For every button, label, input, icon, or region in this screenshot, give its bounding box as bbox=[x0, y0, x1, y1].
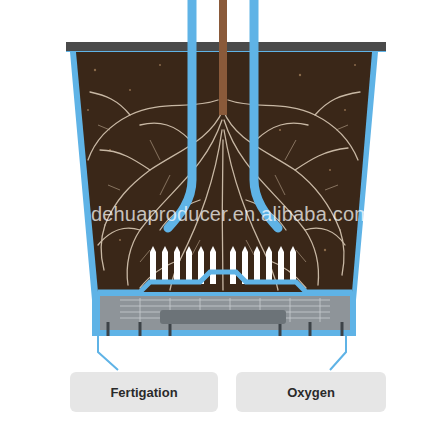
plant-stem bbox=[219, 0, 227, 115]
root-stakes bbox=[150, 246, 296, 284]
leader-line bbox=[298, 336, 316, 368]
reservoir bbox=[100, 296, 350, 330]
leader-line bbox=[98, 336, 118, 370]
label-box: Fertigation bbox=[70, 372, 218, 412]
aeration-plate bbox=[98, 272, 352, 292]
pot-feet bbox=[108, 322, 342, 336]
base-channel bbox=[160, 310, 286, 324]
label-box: Oxygen bbox=[236, 372, 386, 412]
fine-roots bbox=[98, 125, 348, 262]
label-text: Fertigation bbox=[110, 385, 177, 400]
fertigation-tube bbox=[254, 0, 278, 228]
leader-line bbox=[330, 336, 346, 370]
watermark: dehuaproducer.en.alibaba.com bbox=[91, 203, 371, 226]
label-text: Oxygen bbox=[287, 385, 335, 400]
roots bbox=[88, 92, 360, 290]
leader-line bbox=[128, 336, 150, 368]
fertigation-tube bbox=[168, 0, 192, 228]
